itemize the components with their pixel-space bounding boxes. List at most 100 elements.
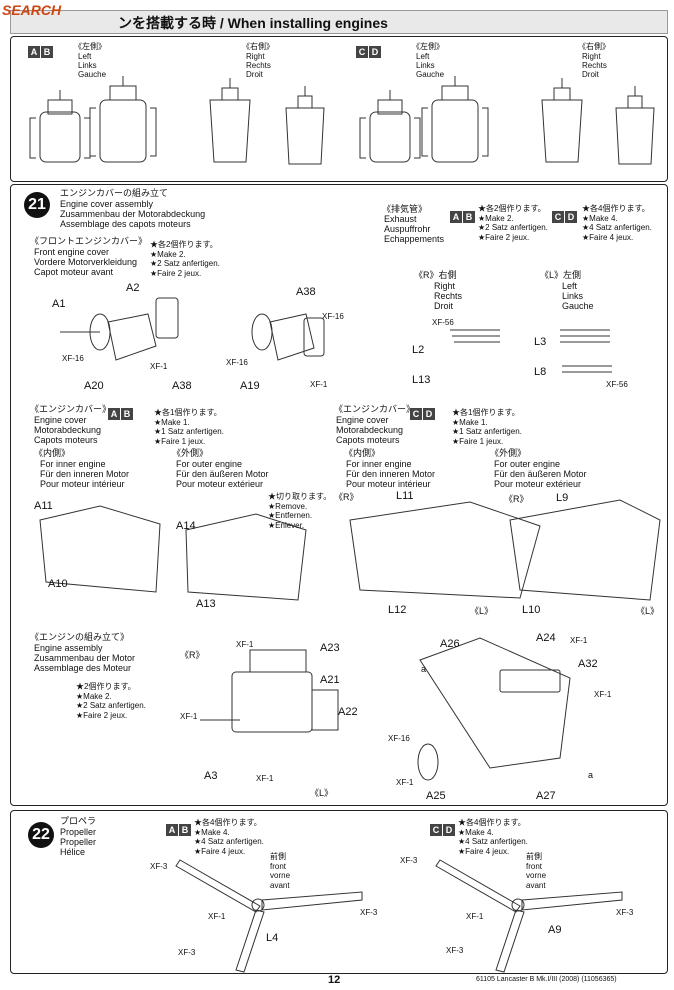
badge-d: D: [369, 46, 381, 58]
part-a38-1: A38: [172, 380, 192, 392]
paint-xf16-3: XF-16: [226, 358, 248, 367]
outer-1-fr: Pour moteur extérieur: [176, 479, 264, 489]
paint-xf1-6: XF-1: [570, 636, 588, 645]
top-side-line-2c: Droit: [246, 70, 263, 79]
paint-xf1-5: XF-1: [256, 774, 274, 783]
top-side-line-2a: Right: [246, 52, 265, 61]
part-l11: L11: [396, 490, 414, 502]
cover-cd-title: 《エンジンカバー》: [334, 404, 416, 414]
outer-1-de: Für den äußeren Motor: [176, 469, 269, 479]
step22-front-1: 前側 front vorne avant: [270, 852, 291, 890]
paint-xf1-4: XF-1: [180, 712, 198, 721]
step22-fr: Hélice: [60, 847, 86, 857]
top-side-label-1: 《左側》: [74, 42, 106, 51]
part-l13: L13: [412, 374, 431, 386]
site-logo: SEARCH: [2, 2, 61, 18]
l-label-2: 《L》: [636, 606, 660, 616]
paint-xf1-9: XF-1: [208, 912, 226, 921]
cover-cd-note: ★各1個作ります。 ★Make 1. ★1 Satz anfertigen. ★…: [452, 408, 522, 446]
paint-xf1-7: XF-1: [594, 690, 612, 699]
part-a13: A13: [196, 598, 216, 610]
outer-1-en: For outer engine: [176, 459, 243, 469]
outer-2-en: For outer engine: [494, 459, 561, 469]
left-side-fr: Gauche: [562, 301, 594, 311]
logo-text: SEARCH: [2, 2, 62, 18]
assembly-fr: Assemblage des Moteur: [34, 663, 132, 673]
part-a32: A32: [578, 658, 598, 670]
r-label-2: 《R》: [504, 494, 529, 504]
top-side-label-2: 《右側》: [242, 42, 274, 51]
step22-front-2: 前側 front vorne avant: [526, 852, 547, 890]
page-title: ンを搭載する時 / When installing engines: [118, 15, 388, 31]
part-a19: A19: [240, 380, 260, 392]
front-cover-title: 《フロントエンジンカバー》: [30, 236, 148, 246]
assembly-title: 《エンジンの組み立て》: [30, 632, 130, 642]
part-a9: A9: [548, 924, 562, 936]
inner-2-fr: Pour moteur intérieur: [346, 479, 431, 489]
r-label-3: 《R》: [180, 650, 205, 660]
step22-ab-note: ★各4個作ります。 ★Make 4. ★4 Satz anfertigen. ★…: [194, 818, 264, 856]
outer-2-de: Für den äußeren Motor: [494, 469, 587, 479]
cover-ab-note: ★各1個作ります。 ★Make 1. ★1 Satz anfertigen. ★…: [154, 408, 224, 446]
right-side-fr: Droit: [434, 301, 454, 311]
step21-title-de: Zusammenbau der Motorabdeckung: [60, 209, 206, 219]
badge-b: B: [41, 46, 53, 58]
paint-xf3-5: XF-3: [616, 908, 634, 917]
header-bar: [10, 10, 668, 34]
step21-title-fr: Assemblage des capots moteurs: [60, 219, 191, 229]
top-side-line-3c: Gauche: [416, 70, 445, 79]
part-a26: A26: [440, 638, 460, 650]
top-panel: [10, 36, 668, 182]
part-a14: A14: [176, 520, 196, 532]
paint-xf1-3: XF-1: [236, 640, 254, 649]
paint-xf3-1: XF-3: [150, 862, 168, 871]
step22-cd-note: ★各4個作ります。 ★Make 4. ★4 Satz anfertigen. ★…: [458, 818, 528, 856]
front-cover-en: Front engine cover: [34, 247, 110, 257]
assembly-de: Zusammenbau der Motor: [34, 653, 136, 663]
paint-xf1-2: XF-1: [310, 380, 328, 389]
step22-title-jp: プロペラ: [60, 816, 97, 826]
paint-xf16-2: XF-16: [322, 312, 344, 321]
paint-xf1-10: XF-1: [466, 912, 484, 921]
right-side-de: Rechts: [434, 291, 463, 301]
part-a20: A20: [84, 380, 104, 392]
ref-a-2: a: [588, 770, 594, 780]
step21-title-jp: エンジンカバーの組み立て: [60, 188, 169, 198]
top-side-line-1b: Links: [78, 61, 97, 70]
top-side-label-3: 《左側》: [412, 42, 444, 51]
badge-a: A: [28, 46, 40, 58]
cover-ab-fr: Capots moteurs: [34, 435, 98, 445]
product-code: 61105 Lancaster B Mk.I/III (2008) (11056…: [476, 976, 617, 983]
step22-de: Propeller: [60, 837, 97, 847]
outer-1-title: 《外側》: [172, 448, 209, 458]
top-side-line-3b: Links: [416, 61, 435, 70]
part-a23: A23: [320, 642, 340, 654]
l-label-3: 《L》: [310, 788, 334, 798]
cover-cd-de: Motorabdeckung: [336, 425, 404, 435]
paint-xf3-3: XF-3: [178, 948, 196, 957]
left-side-en: Left: [562, 281, 578, 291]
top-side-line-1c: Gauche: [78, 70, 107, 79]
paint-xf3-2: XF-3: [360, 908, 378, 917]
cover-cd-fr: Capots moteurs: [336, 435, 400, 445]
top-side-line-4a: Right: [582, 52, 601, 61]
top-side-line-3a: Left: [416, 52, 430, 61]
exhaust-fr: Echappements: [384, 234, 445, 244]
front-cover-note: ★各2個作ります。 ★Make 2. ★2 Satz anfertigen. ★…: [150, 240, 220, 278]
part-l4: L4: [266, 932, 279, 944]
cover-cd-en: Engine cover: [336, 415, 389, 425]
assembly-en: Engine assembly: [34, 643, 103, 653]
top-side-line-2b: Rechts: [246, 61, 271, 70]
cover-ab-en: Engine cover: [34, 415, 87, 425]
l-label-1: 《L》: [470, 606, 494, 616]
part-a25: A25: [426, 790, 446, 802]
part-a3: A3: [204, 770, 218, 782]
part-l10: L10: [522, 604, 541, 616]
top-side-label-4: 《右側》: [578, 42, 610, 51]
paint-xf1-8: XF-1: [396, 778, 414, 787]
